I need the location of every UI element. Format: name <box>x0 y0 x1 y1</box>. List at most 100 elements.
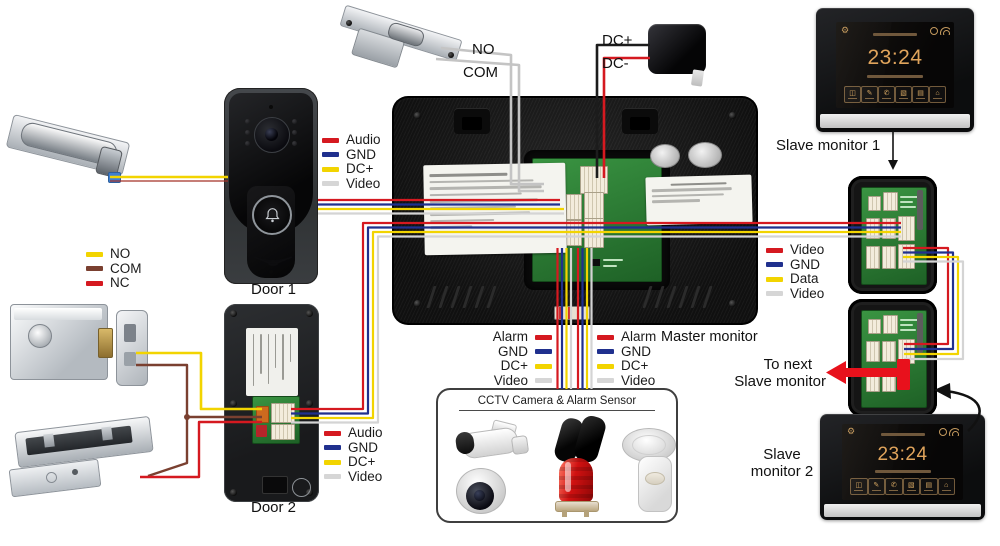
legend-item: Video <box>322 176 381 192</box>
app-tile[interactable]: ◫ <box>850 478 868 495</box>
model-label <box>645 174 753 226</box>
door2-screw <box>230 310 237 317</box>
strike-no-label: NO <box>472 41 495 58</box>
app-tile[interactable]: ▤ <box>920 478 938 495</box>
clock-text: 23:24 <box>877 444 928 465</box>
alarm-legend-left: Alarm GND DC+ Video <box>468 330 552 388</box>
legend-item: Video <box>324 468 383 485</box>
pcb-bracket <box>917 190 923 230</box>
pcb-bracket <box>917 313 923 353</box>
round-sticker <box>650 144 680 168</box>
app-tile[interactable]: ◫ <box>844 86 861 103</box>
legend-item: Video <box>766 243 824 258</box>
to-next-line1: To next <box>763 356 812 373</box>
speaker-dot <box>269 270 273 274</box>
slave1-pointer-arrow <box>888 131 898 170</box>
slave2-caption: Slave monitor 2 <box>742 446 822 480</box>
app-tile[interactable]: ▤ <box>912 86 929 103</box>
slave1-screen: ⚙ 23:24 ◫ ✎ ✆ ▧ ▤ ⌂ <box>836 22 954 108</box>
legend-label: Audio <box>346 132 381 148</box>
strike-screw <box>448 52 454 58</box>
dc-minus-label: DC- <box>602 55 629 72</box>
slave2-base <box>824 504 981 517</box>
wifi-icon <box>949 428 959 436</box>
door2-screw <box>230 400 237 407</box>
app-tile[interactable]: ✆ <box>885 478 903 495</box>
legend-label: Video <box>493 372 528 388</box>
alarm-legend-right: Alarm GND DC+ Video <box>597 330 656 388</box>
app-tile[interactable]: ✎ <box>867 478 885 495</box>
door2-station-rear <box>224 304 319 502</box>
gear-icon[interactable]: ⚙ <box>847 426 856 436</box>
legend-label: DC+ <box>348 454 376 470</box>
master-screw <box>729 300 736 307</box>
wire-swatch <box>324 459 341 465</box>
app-tile[interactable]: ⌂ <box>929 86 946 103</box>
maglock-coil <box>43 433 55 448</box>
door2-screw <box>230 489 237 496</box>
cctv-box-title: CCTV Camera & Alarm Sensor <box>477 395 637 407</box>
slave1-base <box>820 114 970 128</box>
to-next-line2: Slave monitor <box>734 373 826 390</box>
status-icon <box>930 27 938 35</box>
legend-label: Video <box>348 468 383 484</box>
door2-terminal <box>566 220 582 246</box>
slave2-screen: ⚙ 23:24 ◫ ✎ ✆ ▧ ▤ ⌂ <box>842 424 963 500</box>
legend-item: GND <box>324 440 383 456</box>
door2-screw <box>306 400 313 407</box>
doorbell-call-button[interactable] <box>252 195 292 235</box>
gear-icon[interactable]: ⚙ <box>841 25 850 35</box>
wire-swatch <box>322 137 339 143</box>
slave2-caption-line1: Slave <box>763 446 801 463</box>
app-tile[interactable]: ▧ <box>895 86 912 103</box>
legend-item: GND <box>597 344 656 360</box>
pir-motion-sensor <box>636 456 672 514</box>
app-icon-row: ◫ ✎ ✆ ▧ ▤ ⌂ <box>844 86 946 103</box>
wire-swatch <box>324 430 341 436</box>
door2-spec-label <box>246 328 298 396</box>
wire-swatch <box>597 349 614 355</box>
pcb-connector <box>883 192 898 211</box>
ir-led <box>245 130 250 135</box>
ir-led <box>245 141 250 146</box>
app-tile[interactable]: ▧ <box>902 478 920 495</box>
ir-led <box>292 141 297 146</box>
pcb-connector <box>868 196 881 211</box>
cctv-accessory-box: CCTV Camera & Alarm Sensor <box>436 388 678 523</box>
door2-screw <box>306 310 313 317</box>
legend-item: COM <box>86 260 142 277</box>
bolt-lock-terminal <box>108 172 121 183</box>
legend-item: NO <box>86 247 142 262</box>
strike-screw <box>346 20 352 26</box>
legend-label: DC+ <box>500 358 528 374</box>
wire-swatch <box>86 266 103 272</box>
app-tile[interactable]: ✎ <box>861 86 878 103</box>
clock-text: 23:24 <box>867 46 923 69</box>
power-terminal <box>580 166 608 194</box>
legend-item: NC <box>86 276 142 291</box>
app-tile[interactable]: ⌂ <box>937 478 955 495</box>
pcb-connector <box>882 246 896 269</box>
slave-monitor2: ⚙ 23:24 ◫ ✎ ✆ ▧ ▤ ⌂ <box>820 414 985 520</box>
electric-bolt-lock <box>5 106 146 196</box>
legend-label: NC <box>110 275 130 291</box>
app-tile[interactable]: ✆ <box>878 86 895 103</box>
bottom-connector-strip <box>554 306 590 320</box>
wire-swatch <box>535 363 552 369</box>
legend-item: Video <box>766 286 824 302</box>
legend-label: COM <box>110 260 142 276</box>
bullet-camera <box>454 419 530 464</box>
legend-item: Data <box>766 272 824 287</box>
slave-bus-legend: Video GND Data Video <box>766 243 824 301</box>
legend-label: Video <box>621 372 656 388</box>
wire-swatch <box>766 291 783 297</box>
pcb-connector <box>882 218 896 239</box>
pcb-connector <box>866 341 880 362</box>
master-monitor-rear <box>392 96 758 325</box>
wire-swatch <box>766 276 783 282</box>
wifi-icon <box>940 27 950 35</box>
dc-plus-label: DC+ <box>602 32 633 49</box>
legend-item: Alarm <box>597 330 656 345</box>
legend-label: DC+ <box>621 358 649 374</box>
status-icon <box>939 428 947 436</box>
